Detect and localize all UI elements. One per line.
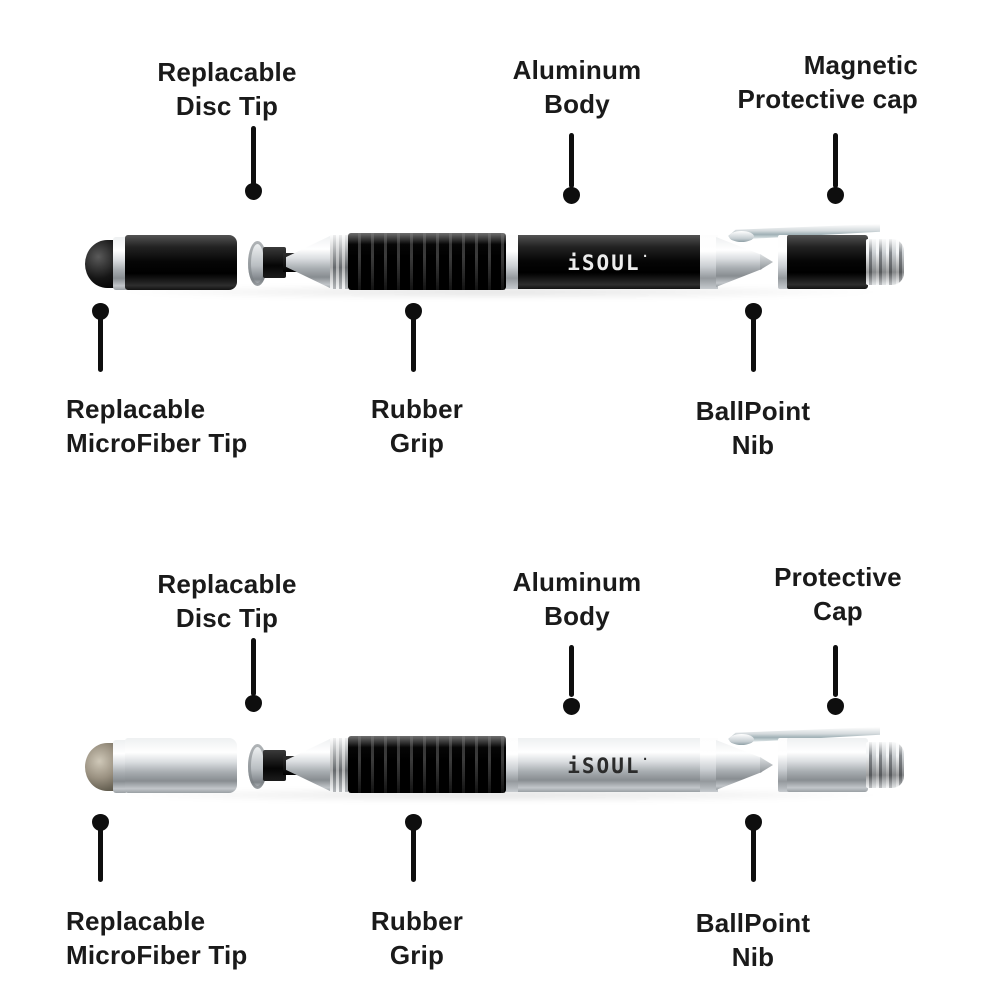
cone-ridges [330,738,348,792]
cap-clip-tip [729,734,754,745]
center-ring [506,235,518,289]
callout-line-rubber-grip-bottom [411,828,416,882]
front-cone [286,738,332,792]
callout-line-ballpoint-top [751,316,756,372]
callout-dot-ballpoint-top [745,303,762,320]
callout-line-magnetic-cap-top [833,133,838,188]
cap-edge-band [778,235,789,289]
cone-ridges [330,235,348,289]
ballpoint-cone [716,237,762,287]
callout-label-ballpoint-bottom: BallPoint Nib [695,908,811,972]
callout-dot-microfiber-bottom [92,814,109,831]
callout-dot-ballpoint-bottom [745,814,762,831]
callout-line-ballpoint-bottom [751,828,756,882]
callout-label-microfiber-top: Replacable MicroFiber Tip [66,394,248,458]
callout-line-rubber-grip-top [411,316,416,372]
stylus-cap-barrel [125,235,237,290]
callout-label-aluminum-body-bottom: Aluminum Body [512,567,642,631]
aluminum-body: iSOUL· [518,235,700,289]
ballpoint-nib [760,757,773,773]
ballpoint-nib [760,254,773,270]
callout-line-microfiber-top [98,316,103,372]
callout-label-rubber-grip-bottom: Rubber Grip [370,906,464,970]
rubber-grip [348,736,506,793]
callout-dot-disc-tip-top [245,183,262,200]
tip-ring [113,740,128,793]
stylus-cap-barrel [125,738,237,793]
callout-line-disc-tip-bottom [251,638,256,696]
callout-label-disc-tip-bottom: Replacable Disc Tip [157,569,297,633]
disc-tip [248,744,267,789]
cap-threads [866,742,904,788]
disc-tip [248,241,267,286]
callout-label-magnetic-cap-top: Magnetic Protective cap [737,50,918,114]
cap-clip-tip [729,231,754,242]
callout-line-disc-tip-top [251,126,256,186]
stylus-pen-black: iSOUL· [80,222,910,302]
callout-label-ballpoint-top: BallPoint Nib [695,396,811,460]
callout-dot-protective-cap-bottom [827,698,844,715]
aluminum-body: iSOUL· [518,738,700,792]
callout-dot-disc-tip-bottom [245,695,262,712]
brand-logo: iSOUL· [567,249,651,275]
callout-line-protective-cap-bottom [833,645,838,697]
brand-logo: iSOUL· [567,752,651,778]
ballpoint-collar [700,738,718,792]
callout-dot-aluminum-body-top [563,187,580,204]
center-ring [506,738,518,792]
callout-dot-microfiber-top [92,303,109,320]
cap-edge-band [778,738,789,792]
ballpoint-cone [716,740,762,790]
protective-cap [787,235,868,289]
rubber-grip [348,233,506,290]
callout-line-aluminum-body-bottom [569,645,574,697]
cap-threads [866,239,904,285]
callout-label-protective-cap-bottom: Protective Cap [774,562,902,626]
tip-ring [113,237,128,290]
callout-dot-rubber-grip-top [405,303,422,320]
protective-cap [787,738,868,792]
callout-line-aluminum-body-top [569,133,574,188]
callout-line-microfiber-bottom [98,828,103,882]
callout-label-disc-tip-top: Replacable Disc Tip [157,57,297,121]
disc-hub [263,247,286,278]
callout-label-aluminum-body-top: Aluminum Body [512,55,642,119]
callout-dot-aluminum-body-bottom [563,698,580,715]
disc-hub [263,750,286,781]
ballpoint-collar [700,235,718,289]
stylus-pen-silver: iSOUL· [80,725,910,805]
callout-label-rubber-grip-top: Rubber Grip [370,394,464,458]
callout-label-microfiber-bottom: Replacable MicroFiber Tip [66,906,248,970]
callout-dot-rubber-grip-bottom [405,814,422,831]
callout-dot-magnetic-cap-top [827,187,844,204]
front-cone [286,235,332,289]
